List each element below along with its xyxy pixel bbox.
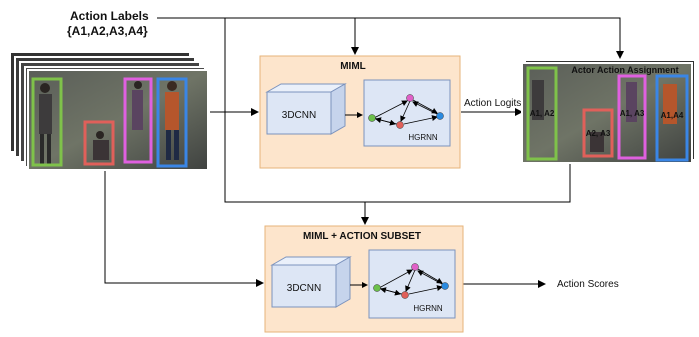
- miml-block-top: MIML 3DCNN HGRNN: [259, 55, 461, 169]
- miml-block-bottom: MIML + ACTION SUBSET 3DCNN HGRNN: [264, 225, 464, 333]
- bbox-blue: [156, 77, 188, 168]
- miml-bottom-title: MIML + ACTION SUBSET: [303, 231, 421, 242]
- assignment-bbox-magenta: [617, 74, 647, 160]
- gnn-bottom-label: HGRNN: [413, 304, 443, 313]
- assignment-bbox-blue: [655, 74, 689, 162]
- cnn-bottom-label: 3DCNN: [287, 283, 321, 294]
- cnn-top-label: 3DCNN: [282, 110, 316, 121]
- assignment-label-green: A1, A2: [530, 109, 555, 118]
- assignment-bbox-red: [582, 108, 614, 158]
- action-logits-label: Action Logits: [464, 98, 521, 109]
- gnn-top-node-green: [368, 114, 376, 122]
- action-scores-label: Action Scores: [557, 279, 619, 290]
- gnn-top-node-magenta: [406, 94, 414, 102]
- video-frame-stack: [9, 51, 209, 171]
- scene-people: [39, 81, 179, 164]
- gnn-top-node-red: [396, 121, 404, 129]
- miml-top-title: MIML: [340, 61, 366, 72]
- arrow-labels-to-assignment: [157, 17, 624, 59]
- assignment-bbox-green: [526, 66, 558, 161]
- bbox-red: [83, 120, 115, 166]
- gnn-bottom-node-magenta: [411, 263, 419, 271]
- arrow-labels-to-miml: [157, 17, 359, 55]
- gnn-bottom-node-blue: [441, 282, 449, 290]
- line-labels-to-junction: [224, 18, 365, 203]
- line-assignment-to-junction: [365, 163, 571, 203]
- gnn-bottom-edges: [378, 268, 443, 296]
- assignment-label-blue: A1,A4: [661, 111, 684, 120]
- gnn-bottom-node-red: [401, 291, 409, 299]
- cnn-cube-top: 3DCNN: [265, 83, 347, 135]
- assignment-label-magenta: A1, A3: [620, 109, 645, 118]
- gnn-bottom-node-green: [373, 284, 381, 292]
- assignment-people: [532, 80, 677, 152]
- gnn-top-node-blue: [436, 112, 444, 120]
- connectors: [104, 17, 624, 288]
- gnn-top-label: HGRNN: [408, 133, 438, 142]
- assignment-label-red: A2, A3: [586, 129, 611, 138]
- frame-front: [27, 69, 209, 171]
- gnn-box-bottom: HGRNN: [368, 249, 456, 319]
- assignment-frame-stack: Actor Action Assignment A1, A2 A2, A3 A1…: [521, 59, 696, 164]
- cnn-cube-bottom: 3DCNN: [270, 256, 352, 308]
- bbox-green: [31, 77, 63, 167]
- assignment-title: Actor Action Assignment: [571, 65, 678, 75]
- arrow-frames-to-miml-subset: [104, 162, 264, 287]
- action-labels-title: Action Labels: [70, 9, 149, 23]
- gnn-box-top: HGRNN: [363, 79, 451, 147]
- gnn-top-edges: [373, 99, 438, 126]
- action-labels-set: {A1,A2,A3,A4}: [67, 24, 148, 38]
- gnn-bottom-background: [368, 249, 456, 319]
- bbox-magenta: [123, 77, 153, 164]
